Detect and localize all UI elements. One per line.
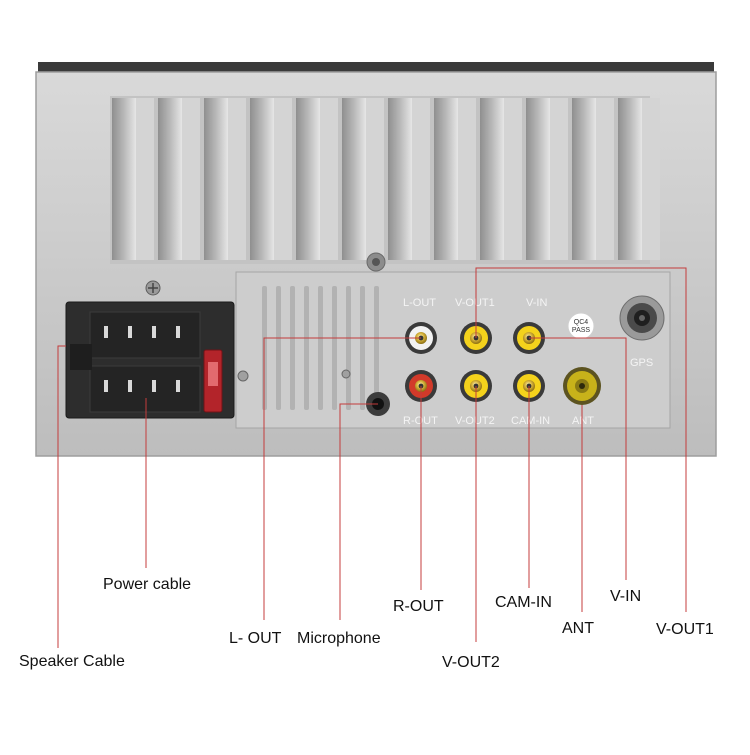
vent-slot	[374, 286, 379, 410]
marking-gps: GPS	[630, 357, 653, 369]
sticker-line1: QC4	[574, 319, 589, 326]
vent-slot	[290, 286, 295, 410]
heatsink-fin	[388, 98, 412, 260]
screw-small	[237, 370, 249, 382]
marking-cam-in: CAM-IN	[511, 415, 550, 427]
heatsink-fin	[342, 98, 366, 260]
callout-cam-in: CAM-IN	[495, 594, 552, 611]
leader-l-out	[263, 337, 421, 620]
heatsink-fin-gap	[320, 98, 338, 260]
marking-l-out: L-OUT	[403, 297, 436, 309]
heatsink-fin-gap	[182, 98, 200, 260]
vent-slot	[276, 286, 281, 410]
heatsink-fin-gap	[136, 98, 154, 260]
callout-v-in: V-IN	[610, 588, 642, 605]
heatsink-fin	[434, 98, 458, 260]
leader-v-in	[529, 337, 627, 580]
heatsink-fin	[618, 98, 642, 260]
leader-microphone	[339, 403, 378, 620]
harness-pin	[128, 380, 132, 392]
heatsink-fins	[112, 98, 660, 260]
harness-pin	[152, 380, 156, 392]
marking-v-in: V-IN	[526, 297, 547, 309]
screw-small-2	[341, 369, 351, 379]
qc-pass-sticker: QC4 PASS	[567, 312, 595, 340]
heatsink-fin	[112, 98, 136, 260]
leader-v-out1	[475, 267, 687, 612]
antenna-socket	[563, 367, 601, 405]
harness-pin	[104, 380, 108, 392]
heatsink-fin	[480, 98, 504, 260]
heatsink-fin-gap	[458, 98, 476, 260]
heatsink-fin	[526, 98, 550, 260]
heatsink-fin	[250, 98, 274, 260]
harness-pin	[152, 326, 156, 338]
vent-slot	[332, 286, 337, 410]
heatsink-fin-gap	[504, 98, 522, 260]
leader-lines	[57, 267, 687, 648]
gps-socket	[619, 295, 665, 341]
panel-marking-text: L-OUT V-OUT1 V-IN R-OUT V-OUT2 CAM-IN AN…	[403, 297, 653, 427]
heatsink-fin-gap	[412, 98, 430, 260]
heatsink-fin-gap	[366, 98, 384, 260]
vent-slot	[346, 286, 351, 410]
mount-screw-center-hole	[372, 258, 380, 266]
harness-pin	[128, 326, 132, 338]
heatsink-fin-gap	[642, 98, 660, 260]
vent-slot	[318, 286, 323, 410]
harness-pin	[176, 326, 180, 338]
callout-r-out: R-OUT	[393, 598, 444, 615]
callout-microphone: Microphone	[297, 630, 381, 647]
callout-v-out2: V-OUT2	[442, 654, 500, 671]
heatsink-fin	[204, 98, 228, 260]
vent-slot	[360, 286, 365, 410]
callout-speaker-cable: Speaker Cable	[19, 653, 125, 670]
callout-l-out: L- OUT	[229, 630, 282, 647]
marking-ant: ANT	[572, 415, 594, 427]
heatsink-fin-gap	[596, 98, 614, 260]
heatsink-fin	[572, 98, 596, 260]
callout-v-out1: V-OUT1	[656, 621, 714, 638]
lower-plate	[235, 271, 671, 429]
heatsink-fin-gap	[550, 98, 568, 260]
vent-slot	[304, 286, 309, 410]
leader-speaker-cable	[57, 345, 66, 648]
harness-pin	[176, 380, 180, 392]
harness-pins	[104, 326, 180, 392]
heatsink-fin-gap	[274, 98, 292, 260]
callout-ant: ANT	[562, 620, 594, 637]
fuse	[203, 349, 223, 413]
harness-pin	[104, 326, 108, 338]
marking-v-out2: V-OUT2	[455, 415, 495, 427]
sticker-line2: PASS	[572, 327, 590, 334]
callout-power-cable: Power cable	[103, 576, 192, 593]
marking-v-out1: V-OUT1	[455, 297, 495, 309]
vent-slots	[262, 286, 379, 410]
heatsink-fin	[158, 98, 182, 260]
heatsink-fin-gap	[228, 98, 246, 260]
heatsink-fin	[296, 98, 320, 260]
